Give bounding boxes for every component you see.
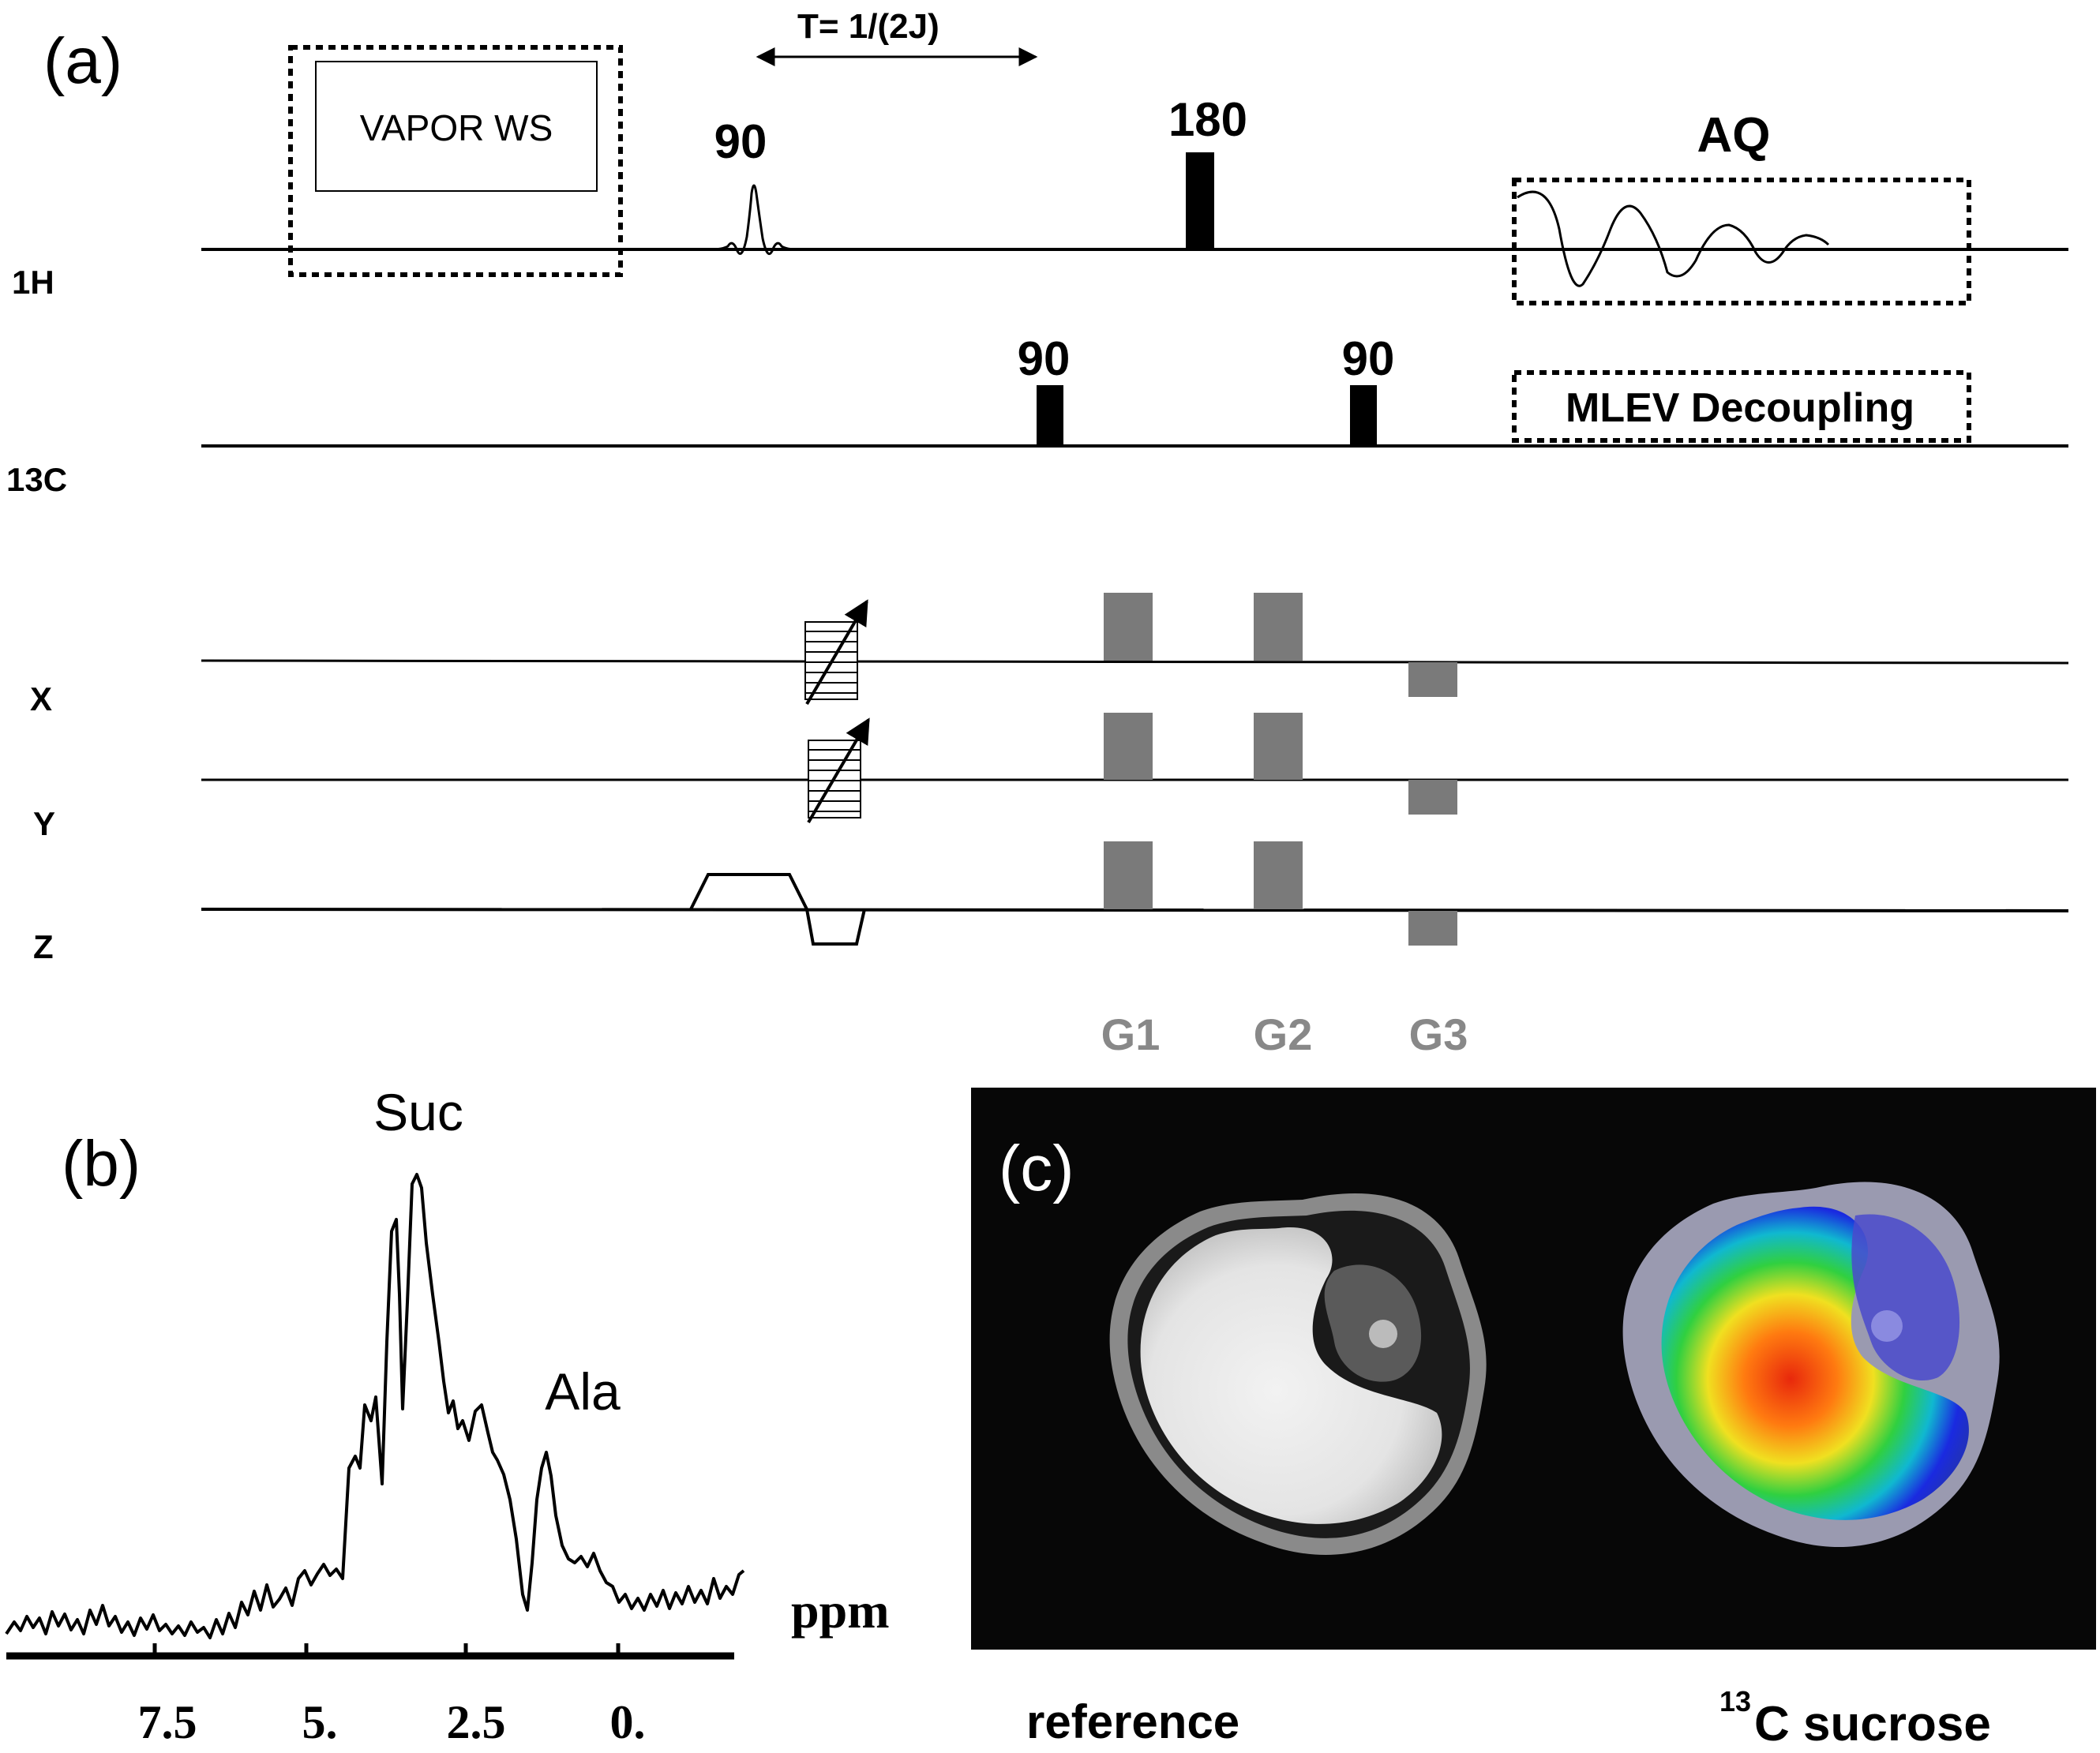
ppm-tick-label-0: 0. — [610, 1696, 646, 1748]
channel-label-13c: 13C — [6, 461, 67, 498]
mlev-decoupling-dashed-box — [1512, 370, 1971, 443]
ppm-tick-label-7-5: 7.5 — [138, 1696, 197, 1748]
channel-label-y: Y — [33, 805, 55, 842]
y-gradient-g2 — [1254, 713, 1303, 780]
gradient-label-g1: G1 — [1101, 1009, 1161, 1059]
x-gradient-g3 — [1408, 662, 1457, 697]
z-trapezoid-gradient — [689, 873, 866, 946]
panel-a-label: (a) — [43, 25, 122, 97]
x-gradient-g2 — [1254, 593, 1303, 661]
caption-13c-sucrose-superscript: 13 — [1719, 1685, 1751, 1717]
panel-c: (c) — [971, 1088, 2096, 1650]
panel-b: (b) Suc Ala 7.5 5. 2.5 0. ppm — [5, 1083, 890, 1748]
channel-label-1h: 1H — [12, 264, 54, 301]
channel-label-z: Z — [33, 928, 54, 965]
vapor-ws-inner-box — [315, 61, 598, 192]
y-gradient-g1 — [1104, 713, 1153, 780]
vapor-ws-dashed-box — [288, 45, 623, 277]
ppm-tick-label-2-5: 2.5 — [447, 1696, 506, 1748]
channel-label-x: X — [30, 680, 52, 717]
peak-label-ala: Ala — [545, 1362, 621, 1421]
c13-pulse-90-first-label: 90 — [1018, 332, 1071, 385]
panel-c-label: (c) — [999, 1133, 1074, 1204]
acquisition-label: AQ — [1697, 108, 1771, 163]
x-gradient-g1 — [1104, 593, 1153, 661]
nmr-spectrum-trace — [5, 1173, 745, 1639]
c13-pulse-90-first — [1037, 385, 1063, 446]
sucrose-13c-seed-image — [1622, 1182, 2000, 1547]
mlev-decoupling-label: MLEV Decoupling — [1566, 385, 1914, 431]
gradient-label-g2: G2 — [1254, 1009, 1313, 1059]
fid-signal — [1517, 190, 1830, 287]
ppm-axis-unit-label: ppm — [791, 1583, 890, 1639]
z-gradient-g2 — [1254, 841, 1303, 909]
panel-b-label: (b) — [62, 1128, 141, 1200]
h1-sinc-pulse-90 — [710, 184, 798, 255]
y-phase-encode-symbol — [807, 717, 870, 824]
acquisition-dashed-box — [1512, 178, 1971, 305]
h1-pulse-180 — [1186, 152, 1214, 249]
gradient-label-g3: G3 — [1409, 1009, 1468, 1059]
x-phase-encode-symbol — [804, 599, 868, 706]
vapor-ws-label: VAPOR WS — [360, 107, 553, 148]
h1-pulse-90-label: 90 — [714, 115, 767, 168]
delay-label: T= 1/(2J) — [797, 7, 939, 46]
y-gradient-g3 — [1408, 780, 1457, 815]
peak-label-suc: Suc — [373, 1083, 463, 1141]
c13-pulse-90-second-label: 90 — [1342, 332, 1395, 385]
z-baseline — [201, 908, 2069, 912]
z-gradient-g3 — [1408, 911, 1457, 946]
caption-13c-sucrose: C sucrose — [1754, 1697, 1991, 1751]
ppm-tick-label-5: 5. — [302, 1696, 338, 1748]
panel-a: (a) T= 1/(2J) 1H 13C X Y Z VAPOR WS 90 1… — [6, 7, 2069, 1059]
z-gradient-g1 — [1104, 841, 1153, 909]
c13-pulse-90-second — [1350, 385, 1377, 446]
h1-pulse-180-label: 180 — [1168, 93, 1247, 146]
x-baseline — [201, 659, 2069, 665]
reference-seed-image — [1109, 1193, 1487, 1555]
caption-reference: reference — [1026, 1695, 1239, 1748]
